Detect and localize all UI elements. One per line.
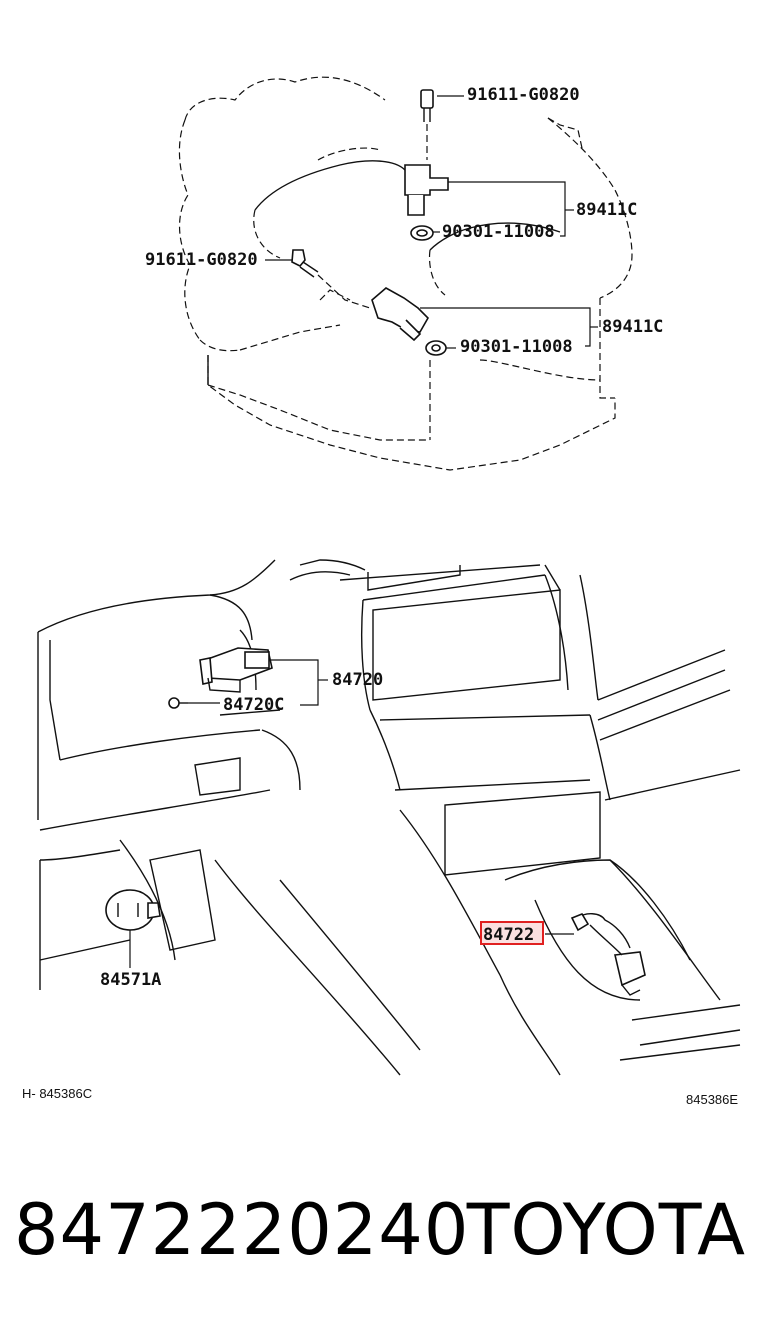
label-washer-top: 90301-11008 — [442, 222, 555, 242]
footer: 8472220240 TOYOTA — [0, 1175, 760, 1295]
label-bolt-top: 91611-G0820 — [467, 85, 580, 105]
highlighted-part-callout: 84722 — [480, 921, 544, 945]
lower-leader-lines — [129, 659, 574, 968]
label-highlighted: 84722 — [483, 925, 534, 945]
harness-84722 — [570, 913, 646, 996]
label-clip: 84720C — [223, 695, 284, 715]
upper-sensor-assembly — [404, 89, 449, 241]
lower-sensor-assembly — [291, 249, 447, 356]
label-switch: 84720 — [332, 670, 383, 690]
figure-code-left: H- 845386C — [22, 1086, 92, 1101]
switch-84720 — [199, 647, 273, 693]
label-sensor-top: 89411C — [576, 200, 637, 220]
knob-84571a — [105, 889, 161, 931]
clip-84720c — [168, 697, 188, 709]
part-number: 8472220240 — [14, 1189, 470, 1271]
label-washer-lower: 90301-11008 — [460, 337, 573, 357]
highlight-box — [480, 921, 544, 945]
transmission-housing-drawing — [178, 76, 633, 471]
dashboard-drawing — [37, 559, 741, 1076]
label-sensor-lower: 89411C — [602, 317, 663, 337]
parts-diagram: 91611-G0820 89411C 90301-11008 91611-G08… — [22, 76, 741, 1107]
brand-name: TOYOTA — [466, 1189, 746, 1271]
label-bolt-left: 91611-G0820 — [145, 250, 258, 270]
figure-code-right: 845386E — [686, 1092, 738, 1107]
label-knob: 84571A — [100, 970, 161, 990]
upper-leader-lines — [265, 95, 598, 349]
